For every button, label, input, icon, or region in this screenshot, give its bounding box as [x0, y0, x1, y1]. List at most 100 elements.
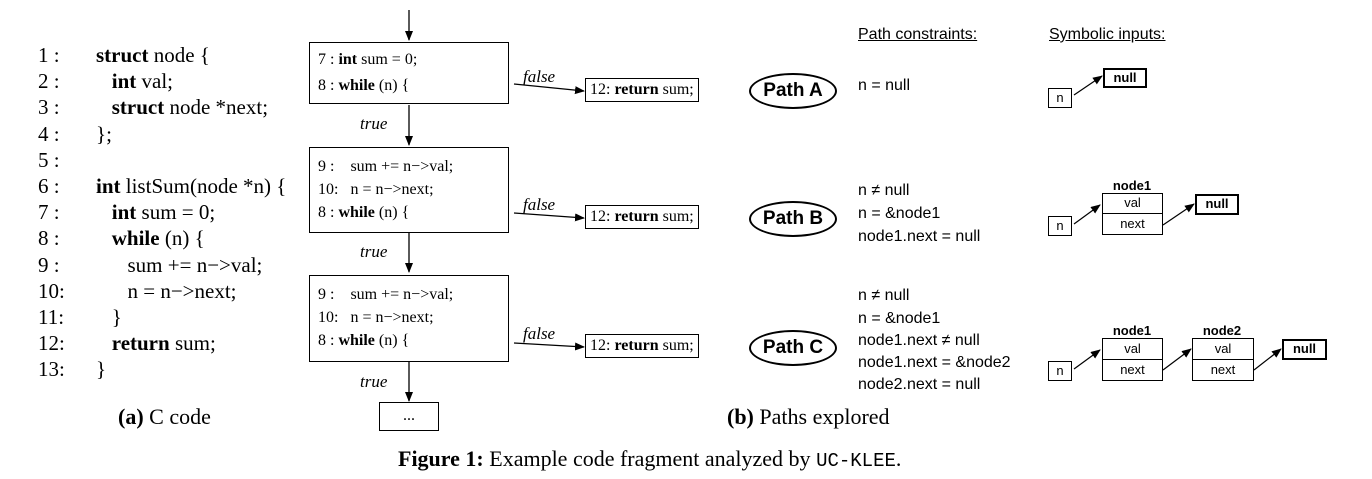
- false-label-c: false: [523, 324, 556, 343]
- code-line: 2 : int val;: [38, 69, 173, 93]
- code-token: sum = 0;: [136, 200, 216, 225]
- heap-c-node1-val: val: [1102, 338, 1163, 360]
- ptr-c-next1: [1162, 348, 1192, 371]
- figure-caption: Figure 1: Example code fragment analyzed…: [398, 446, 902, 472]
- code-token: }: [96, 305, 122, 329]
- false-label-a: false: [523, 67, 556, 86]
- code-line: 8 : while (n) {: [38, 226, 205, 250]
- caption-b: (b) Paths explored: [727, 404, 890, 429]
- true-label-2: true: [360, 242, 388, 261]
- return-box-a: 12: return sum;: [585, 78, 699, 102]
- symbolic-inputs-header: Symbolic inputs:: [1049, 26, 1166, 43]
- return-box-b: 12: return sum;: [585, 205, 699, 229]
- code-token: val;: [136, 69, 174, 94]
- code-token: struct: [96, 95, 165, 120]
- path-b-oval: Path B: [749, 201, 837, 237]
- code-line: 10: n = n−>next;: [38, 279, 237, 303]
- code-token: sum += n−>val;: [96, 252, 263, 277]
- code-line-number: 4 :: [38, 121, 60, 146]
- code-line-number: 7 :: [38, 200, 60, 225]
- code-line-number: 5 :: [38, 147, 60, 172]
- heap-b-n: n: [1048, 216, 1072, 236]
- code-token: };: [96, 121, 112, 146]
- flow-block-loop-1: 9 : sum += n−>val; 10: n = n−>next; 8 : …: [309, 147, 509, 233]
- heap-a-null: null: [1103, 68, 1147, 88]
- code-line-number: 3 :: [38, 95, 60, 120]
- constraint-b-3: node1.next = null: [858, 228, 981, 245]
- constraint-c-1: n ≠ null: [858, 287, 910, 304]
- path-constraints-header: Path constraints:: [858, 26, 978, 43]
- code-line-number: 13:: [38, 357, 65, 382]
- code-line: 1 : struct node {: [38, 43, 210, 67]
- code-token: int: [96, 69, 137, 94]
- heap-b-null: null: [1195, 194, 1239, 215]
- ptr-a-n: [1073, 75, 1103, 96]
- flow-block-init: 7 : int sum = 0; 8 : while (n) {: [309, 42, 509, 104]
- code-line-number: 8 :: [38, 226, 60, 251]
- false-label-b: false: [523, 195, 556, 214]
- code-token: node *next;: [164, 95, 269, 120]
- heap-c-null: null: [1282, 339, 1327, 360]
- code-token: listSum(node *n) {: [120, 174, 287, 198]
- flow-ellipsis-box: ...: [379, 402, 439, 431]
- false-arrow-b: [513, 212, 585, 222]
- code-line-number: 1 :: [38, 43, 60, 67]
- code-token: }: [96, 357, 107, 382]
- code-line-number: 2 :: [38, 69, 60, 94]
- code-line-number: 12:: [38, 331, 65, 356]
- code-line: 4 :};: [38, 122, 112, 146]
- code-line: 9 : sum += n−>val;: [38, 253, 262, 277]
- code-token: return: [96, 331, 170, 356]
- code-token: struct: [96, 43, 149, 67]
- caption-a: (a) C code: [118, 404, 211, 429]
- heap-c-node2-next: next: [1192, 359, 1254, 381]
- constraint-a-1: n = null: [858, 77, 911, 94]
- constraint-b-2: n = &node1: [858, 205, 941, 222]
- code-line: 11: }: [38, 305, 122, 329]
- ptr-b-next: [1162, 203, 1195, 226]
- heap-c-node1-title: node1: [1112, 323, 1152, 338]
- true-label-1: true: [360, 114, 388, 133]
- heap-c-n: n: [1048, 361, 1072, 381]
- code-line-number: 11:: [38, 305, 65, 329]
- code-token: node {: [148, 43, 210, 67]
- code-line: 12: return sum;: [38, 331, 216, 355]
- code-line-number: 6 :: [38, 174, 60, 198]
- path-a-oval: Path A: [749, 73, 837, 109]
- true-label-3: true: [360, 372, 388, 391]
- flow-block-loop-2: 9 : sum += n−>val; 10: n = n−>next; 8 : …: [309, 275, 509, 362]
- ptr-c-n: [1073, 349, 1101, 370]
- heap-a-n: n: [1048, 88, 1072, 108]
- code-line: 6 : int listSum(node *n) {: [38, 174, 286, 198]
- heap-c-node2-title: node2: [1202, 323, 1242, 338]
- heap-b-node1-title: node1: [1112, 178, 1152, 193]
- code-line: 13:}: [38, 357, 106, 381]
- false-arrow-c: [513, 342, 585, 351]
- constraint-c-5: node2.next = null: [858, 376, 981, 393]
- code-token: n = n−>next;: [96, 278, 237, 303]
- code-token: (n) {: [159, 226, 205, 251]
- code-line: 3 : struct node *next;: [38, 95, 268, 119]
- false-arrow-a: [513, 83, 585, 95]
- ptr-c-next2: [1253, 348, 1282, 371]
- heap-c-node2-val: val: [1192, 338, 1254, 360]
- code-line: 5 :: [38, 148, 96, 172]
- code-line: 7 : int sum = 0;: [38, 200, 215, 224]
- constraint-b-1: n ≠ null: [858, 182, 910, 199]
- constraint-c-3: node1.next ≠ null: [858, 332, 980, 349]
- code-token: sum;: [169, 331, 216, 356]
- heap-c-node1-next: next: [1102, 359, 1163, 381]
- code-line-number: 9 :: [38, 252, 60, 277]
- return-box-c: 12: return sum;: [585, 334, 699, 358]
- code-token: int: [96, 200, 137, 225]
- code-line-number: 10:: [38, 278, 65, 303]
- constraint-c-4: node1.next = &node2: [858, 354, 1011, 371]
- heap-b-node1-next: next: [1102, 213, 1163, 235]
- code-token: while: [96, 226, 160, 251]
- code-token: int: [96, 174, 121, 198]
- constraint-c-2: n = &node1: [858, 310, 941, 327]
- heap-b-node1-val: val: [1102, 193, 1163, 214]
- path-c-oval: Path C: [749, 330, 837, 366]
- ptr-b-n: [1073, 204, 1101, 225]
